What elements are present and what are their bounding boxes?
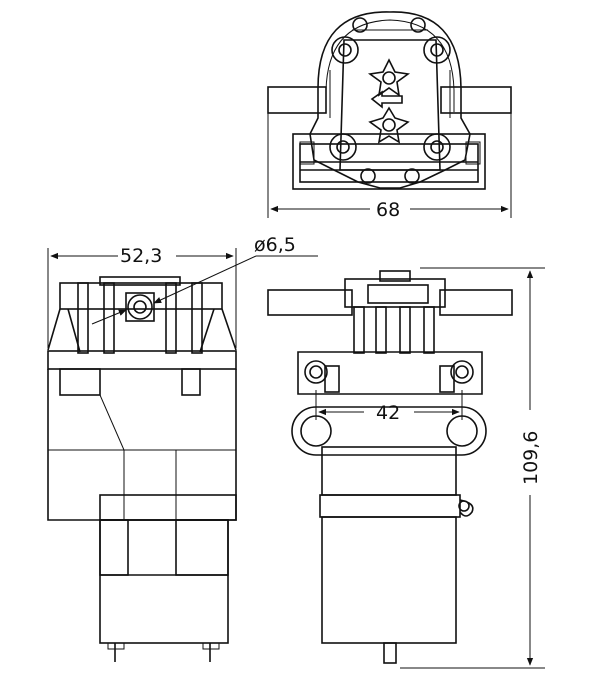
dimension-68: 68 [267,112,512,221]
side-view [47,276,237,662]
dimension-diameter: ø6,5 [91,234,318,325]
dim-mount-spacing: 42 [376,402,400,424]
dim-top-width: 68 [376,199,400,221]
dimension-109-6: 109,6 [400,267,545,669]
dimension-52-3: 52,3 [47,245,237,348]
dim-side-width: 52,3 [120,245,162,267]
dim-overall-height: 109,6 [520,431,542,485]
dimension-42: 42 [315,390,463,424]
dim-port-diameter: ø6,5 [254,234,296,256]
front-view [267,270,513,664]
top-view [267,11,512,190]
